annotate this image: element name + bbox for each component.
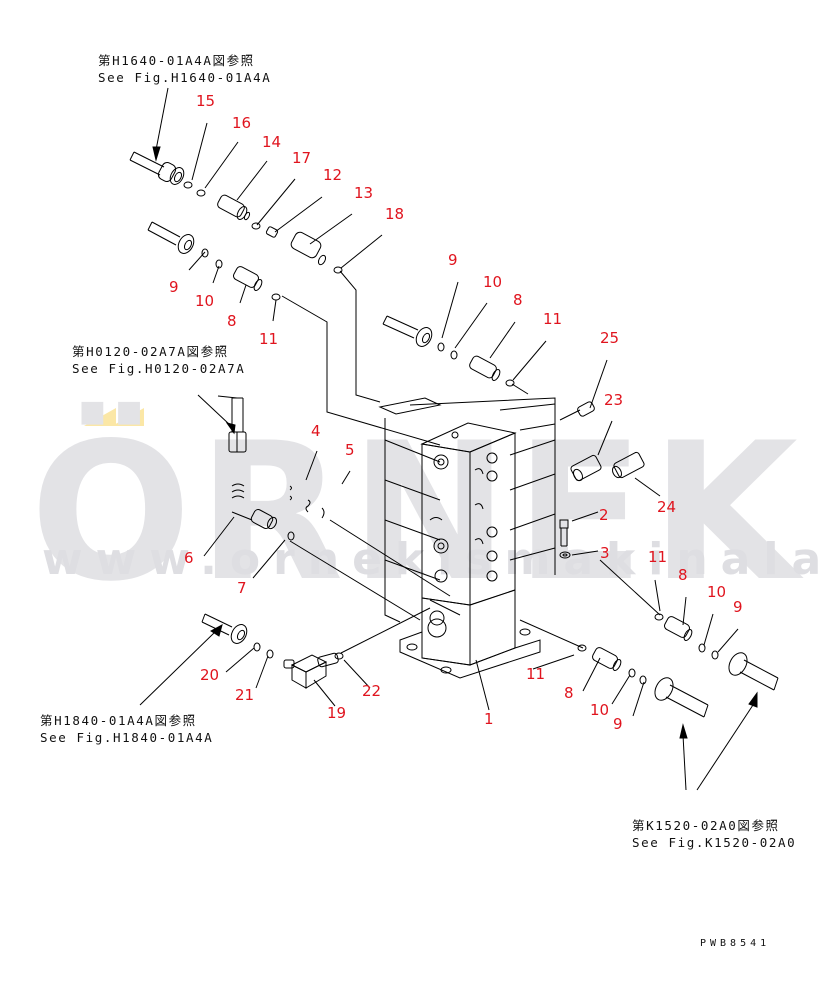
callout-number: 2	[599, 506, 609, 524]
reference-en: See Fig.H0120-02A7A	[72, 361, 246, 376]
hose-fitting-second	[147, 221, 195, 254]
callout-number: 10	[590, 701, 610, 719]
adapter-8-b	[469, 355, 501, 381]
o-ring-18	[333, 266, 343, 274]
callout-number: 16	[232, 114, 252, 132]
o-ring-20	[253, 642, 261, 652]
o-ring-11-d	[577, 644, 587, 652]
reference-jp: 第H1840-01A4A図参照	[40, 713, 197, 728]
callout-number: 12	[323, 166, 343, 184]
drawing-code: PWB8541	[700, 938, 771, 949]
callout-number: 15	[196, 92, 216, 110]
callout-number: 8	[678, 566, 688, 584]
plug-25	[577, 401, 595, 417]
valve-parts-4-5-6	[231, 483, 325, 530]
callout-number: 9	[448, 251, 458, 269]
o-ring-9-b	[437, 342, 445, 352]
callout-number: 10	[483, 273, 503, 291]
callout-number: 13	[354, 184, 374, 202]
reference-jp: 第H1640-01A4A図参照	[98, 53, 255, 68]
reference-note-mid-left: 第H0120-02A7A図参照 See Fig.H0120-02A7A	[72, 343, 245, 377]
watermark-umlaut-right	[112, 408, 144, 426]
o-ring-11-b	[505, 379, 515, 387]
reference-en: See Fig.K1520-02A0	[632, 835, 797, 850]
o-ring-21	[266, 649, 274, 659]
solenoid-connector-19	[283, 652, 339, 689]
hose-fitting-lower-left	[201, 613, 248, 644]
hose-vertical-left	[228, 397, 247, 453]
callout-number: 5	[345, 441, 355, 459]
callout-number: 25	[600, 329, 620, 347]
callout-number: 11	[543, 310, 563, 328]
reference-en: See Fig.H1640-01A4A	[98, 70, 272, 85]
reference-note-bottom-left: 第H1840-01A4A図参照 See Fig.H1840-01A4A	[40, 712, 213, 746]
valve-block-1	[378, 397, 556, 679]
o-ring-7	[287, 531, 295, 541]
callout-number: 17	[292, 149, 312, 167]
callout-number: 3	[600, 544, 610, 562]
callout-number: 8	[513, 291, 523, 309]
o-ring-11-c	[654, 613, 664, 621]
callout-number: 23	[604, 391, 624, 409]
sensor-23	[570, 454, 602, 482]
hose-fitting-right-mid	[382, 315, 433, 347]
callout-number: 4	[311, 422, 321, 440]
callout-number: 18	[385, 205, 405, 223]
watermark-umlaut-left	[84, 408, 116, 426]
hose-fitting-top	[129, 151, 185, 185]
callout-number: 14	[262, 133, 282, 151]
callout-number: 7	[237, 579, 247, 597]
reference-en: See Fig.H1840-01A4A	[40, 730, 214, 745]
reference-jp: 第H0120-02A7A図参照	[72, 344, 229, 359]
watermark-brand: ÖRNEK	[30, 402, 804, 623]
callout-number: 11	[259, 330, 279, 348]
adapter-8-d	[592, 647, 622, 671]
washer-3	[559, 551, 571, 559]
callout-number: 9	[733, 598, 743, 616]
hose-fitting-right-lower	[654, 677, 709, 718]
adapter-8-a	[233, 266, 263, 291]
o-ring-16	[196, 189, 206, 197]
callout-number: 8	[564, 684, 574, 702]
o-ring-10-b	[450, 350, 458, 360]
callout-number: 8	[227, 312, 237, 330]
sleeve-13	[290, 231, 327, 266]
plug-12	[265, 226, 279, 238]
bolt-2	[559, 519, 569, 547]
callout-number: 1	[484, 710, 494, 728]
adapter-8-c	[664, 616, 693, 641]
callout-number: 22	[362, 682, 382, 700]
callout-number: 6	[184, 549, 194, 567]
o-ring-9-c	[711, 650, 719, 660]
washer-3-hole	[562, 553, 568, 557]
o-ring-11-a	[271, 293, 281, 301]
o-ring-22	[334, 652, 344, 660]
hose-fitting-right-upper	[728, 652, 779, 691]
callout-number: 9	[613, 715, 623, 733]
callout-number: 11	[526, 665, 546, 683]
leader-lines	[139, 87, 758, 791]
callout-number: 10	[707, 583, 727, 601]
o-ring-9-a	[201, 248, 209, 258]
adapter-14	[217, 194, 251, 221]
callout-number: 21	[235, 686, 255, 704]
o-ring-9-d	[639, 675, 647, 685]
callout-number: 20	[200, 666, 220, 684]
o-ring-15	[183, 181, 193, 189]
o-ring-10-a	[215, 259, 223, 269]
watermark-url: www.ornekismakinalari.com.tr	[42, 534, 823, 585]
callout-number: 24	[657, 498, 677, 516]
o-ring-10-c	[698, 643, 706, 653]
o-ring-10-d	[628, 668, 636, 678]
reference-note-top-left: 第H1640-01A4A図参照 See Fig.H1640-01A4A	[98, 52, 271, 86]
reference-jp: 第K1520-02A0図参照	[632, 818, 780, 833]
callout-number: 11	[648, 548, 668, 566]
o-ring-17	[251, 222, 261, 230]
sensor-24	[611, 451, 645, 479]
reference-note-bottom-right: 第K1520-02A0図参照 See Fig.K1520-02A0	[632, 817, 796, 851]
callout-number: 10	[195, 292, 215, 310]
callout-number: 19	[327, 704, 347, 722]
callout-number: 9	[169, 278, 179, 296]
